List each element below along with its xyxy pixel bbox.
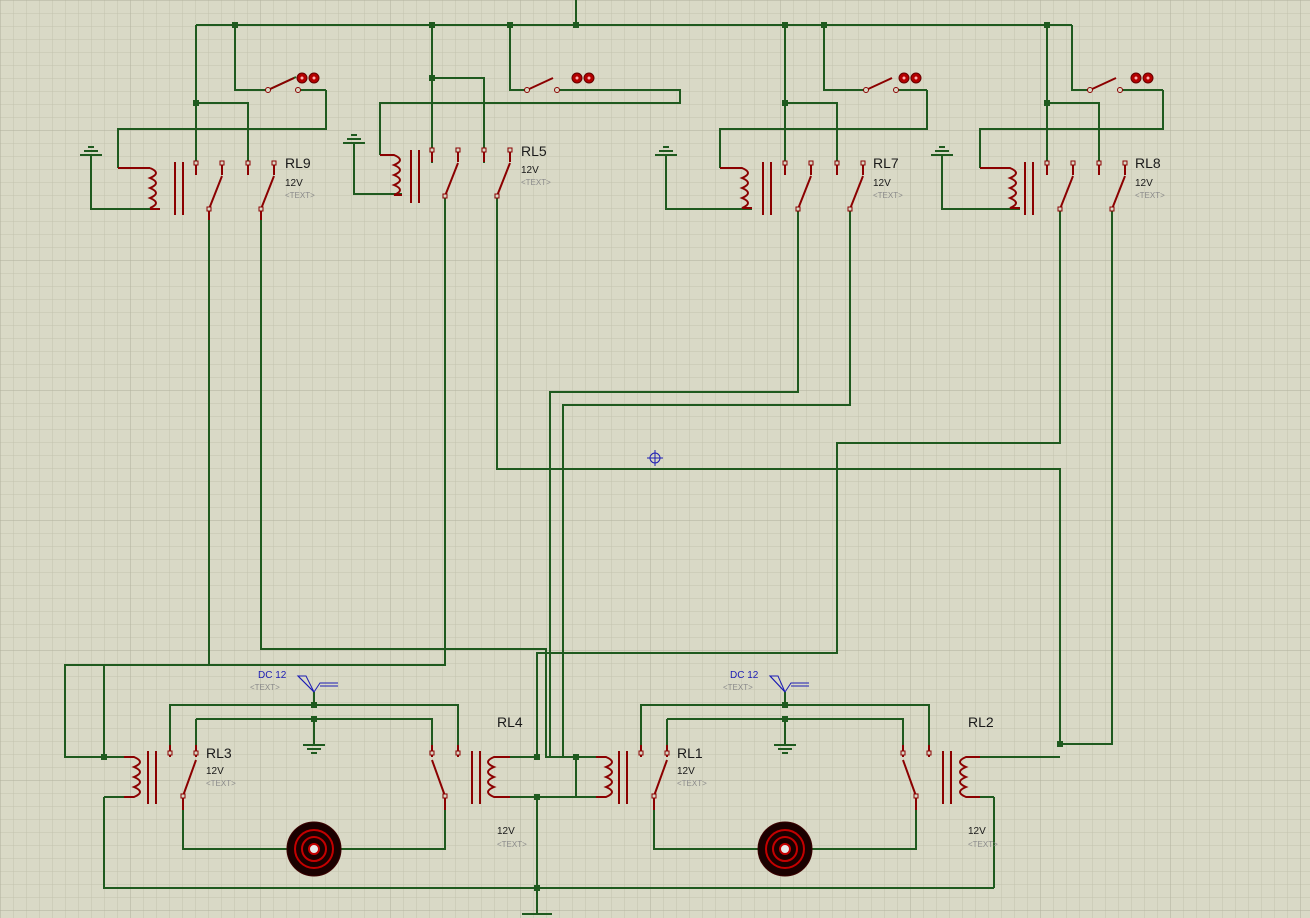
relay-rl8-body xyxy=(980,162,1126,215)
relay-name: RL7 xyxy=(873,155,899,171)
motor-icon xyxy=(757,821,813,877)
push-switches xyxy=(264,72,1163,93)
relay-rl7-body xyxy=(720,162,864,215)
ground-icon xyxy=(80,146,102,159)
relay-text: <TEXT> xyxy=(521,178,551,187)
relay-rating: 12V xyxy=(206,766,224,777)
relays-top xyxy=(118,150,1126,220)
ground-symbols xyxy=(80,134,953,754)
relay-name: RL9 xyxy=(285,155,311,171)
ground-icon xyxy=(655,146,677,159)
relay-text: <TEXT> xyxy=(677,779,707,788)
source-text: <TEXT> xyxy=(723,683,753,692)
relay-text: <TEXT> xyxy=(497,840,527,849)
wires xyxy=(64,0,1164,915)
relay-name: RL1 xyxy=(677,745,703,761)
relay-rating: 12V xyxy=(521,165,539,176)
source-label: DC 12 xyxy=(258,670,287,681)
relay-rl9-body xyxy=(118,162,275,220)
source-text: <TEXT> xyxy=(250,683,280,692)
relay-rating: 12V xyxy=(873,178,891,189)
relay-rating: 12V xyxy=(968,826,986,837)
ground-icon xyxy=(774,744,796,754)
relay-name: RL8 xyxy=(1135,155,1161,171)
relay-text: <TEXT> xyxy=(873,191,903,200)
push-switch xyxy=(264,72,326,93)
relay-rating: 12V xyxy=(285,178,303,189)
source-label: DC 12 xyxy=(730,670,759,681)
relay-rl5-body xyxy=(380,150,511,203)
relay-name: RL4 xyxy=(497,714,523,730)
ground-icon xyxy=(931,146,953,159)
ground-icon xyxy=(343,134,365,147)
push-switch xyxy=(523,72,595,93)
relay-labels: RL9 12V <TEXT> RL5 12V <TEXT> RL7 12V <T… xyxy=(206,143,1165,849)
motor-icon xyxy=(286,821,342,877)
crosshair-icon xyxy=(647,450,663,466)
push-switch xyxy=(1086,72,1163,93)
relay-pins xyxy=(167,147,1128,799)
relay-name: RL3 xyxy=(206,745,232,761)
relay-name: RL5 xyxy=(521,143,547,159)
relay-text: <TEXT> xyxy=(968,840,998,849)
junctions xyxy=(101,22,1063,891)
relay-text: <TEXT> xyxy=(285,191,315,200)
dc-source-right: DC 12 <TEXT> xyxy=(723,670,809,693)
relay-text: <TEXT> xyxy=(206,779,236,788)
ground-icon xyxy=(303,744,325,754)
relay-text: <TEXT> xyxy=(1135,191,1165,200)
relay-name: RL2 xyxy=(968,714,994,730)
relay-rating: 12V xyxy=(677,766,695,777)
relay-rating: 12V xyxy=(497,826,515,837)
relay-rating: 12V xyxy=(1135,178,1153,189)
dc-source-left: DC 12 <TEXT> xyxy=(250,670,338,693)
push-switch xyxy=(862,72,927,93)
